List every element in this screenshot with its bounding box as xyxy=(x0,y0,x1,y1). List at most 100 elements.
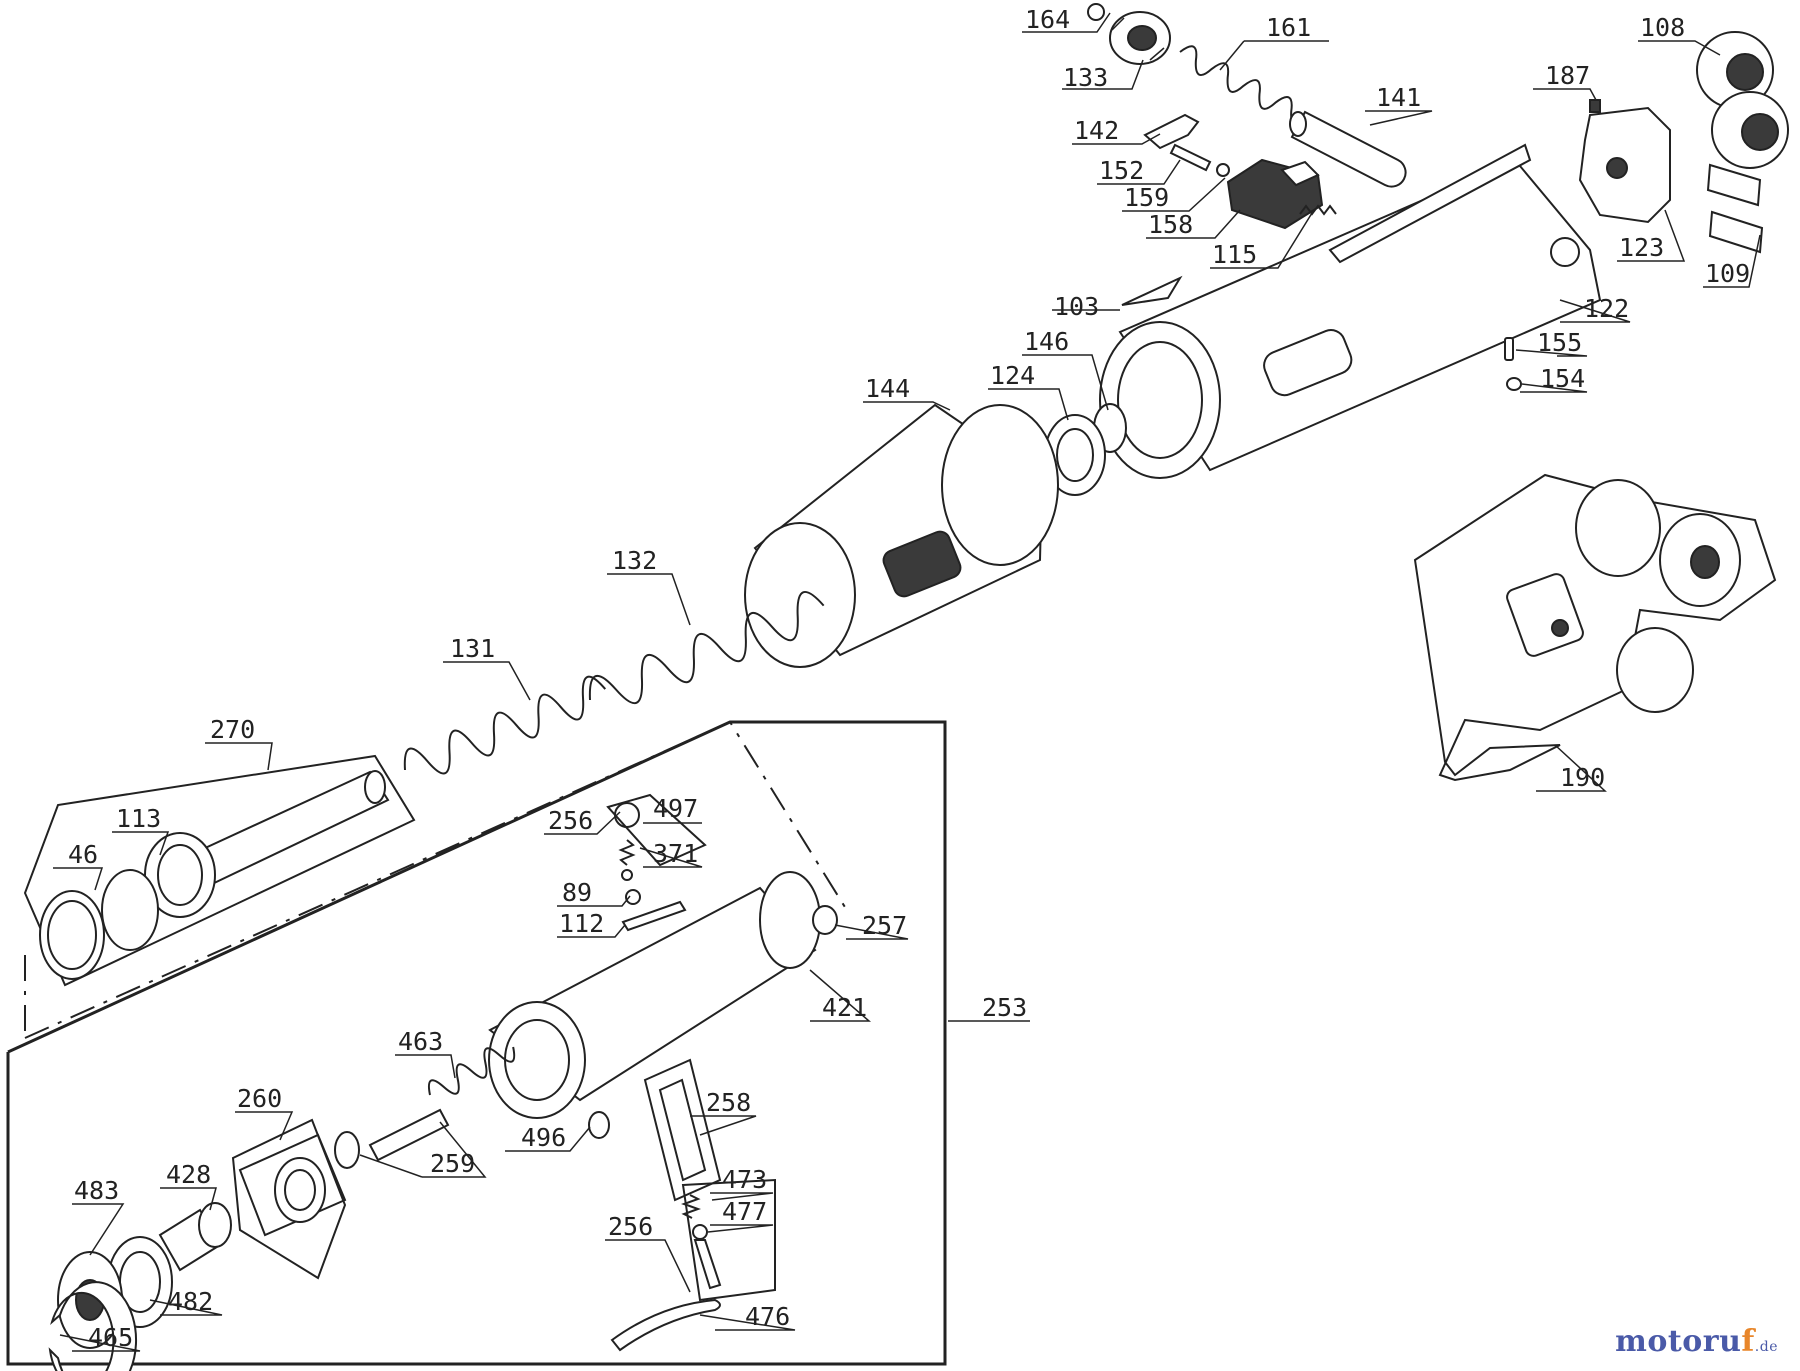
part-270-piston xyxy=(188,770,390,887)
part-496-plug xyxy=(588,1111,610,1139)
label-141: 141 xyxy=(1376,83,1421,112)
kit-258-bracket xyxy=(643,1058,722,1202)
part-155-pin xyxy=(1504,337,1514,361)
part-463-spring xyxy=(427,1046,516,1096)
part-132-spring xyxy=(588,590,825,705)
label-112: 112 xyxy=(559,909,604,938)
part-421-cylinder xyxy=(488,871,821,1119)
label-256-bottom: 256 xyxy=(608,1212,653,1241)
label-132: 132 xyxy=(612,546,657,575)
part-190-jaw xyxy=(1413,473,1777,782)
leader-lines xyxy=(53,12,1761,1352)
part-473-spring xyxy=(681,1194,701,1219)
label-159: 159 xyxy=(1124,183,1169,212)
part-109-pins xyxy=(1706,163,1764,254)
label-463: 463 xyxy=(398,1027,443,1056)
part-428-shaft xyxy=(158,1202,232,1272)
part-257-plug xyxy=(812,905,838,935)
watermark-accent-text: f xyxy=(1741,1324,1755,1359)
part-477-oring xyxy=(692,1224,708,1240)
part-115-spring xyxy=(1299,204,1337,216)
label-113: 113 xyxy=(116,804,161,833)
part-497-screw xyxy=(614,802,640,828)
kit-260-bracket xyxy=(231,1118,347,1280)
label-483: 483 xyxy=(74,1176,119,1205)
label-158: 158 xyxy=(1148,210,1193,239)
label-371: 371 xyxy=(653,839,698,868)
part-476-seal-strip xyxy=(610,1298,721,1352)
kit-256-bracket-top xyxy=(606,793,707,867)
part-108-rollers xyxy=(1696,31,1789,169)
label-109: 109 xyxy=(1705,259,1750,288)
label-122: 122 xyxy=(1584,294,1629,323)
label-497: 497 xyxy=(653,794,698,823)
label-259: 259 xyxy=(430,1149,475,1178)
part-144-sleeve xyxy=(744,403,1059,668)
label-146: 146 xyxy=(1024,327,1069,356)
part-112-plate xyxy=(621,900,687,932)
part-161-spring xyxy=(1179,45,1308,127)
part-133-knob xyxy=(1109,11,1171,65)
part-260-holder xyxy=(238,1133,347,1237)
kit-256-bracket-bottom xyxy=(681,1178,776,1302)
label-133: 133 xyxy=(1063,63,1108,92)
label-123: 123 xyxy=(1619,233,1664,262)
label-477: 477 xyxy=(722,1197,767,1226)
part-122-housing xyxy=(1099,143,1602,479)
label-270: 270 xyxy=(210,715,255,744)
watermark-logo: motoruf.de xyxy=(1615,1324,1778,1359)
assembly-253-dashed-link xyxy=(24,720,849,1039)
label-154: 154 xyxy=(1540,364,1585,393)
part-152-pin xyxy=(1169,143,1212,172)
part-159-washer xyxy=(1216,163,1230,177)
label-46: 46 xyxy=(68,840,98,869)
part-123-cam xyxy=(1578,106,1671,224)
label-496: 496 xyxy=(521,1123,566,1152)
label-257: 257 xyxy=(862,911,907,940)
label-482: 482 xyxy=(168,1287,213,1316)
watermark-main-text: motoru xyxy=(1615,1324,1742,1359)
label-256-top: 256 xyxy=(548,806,593,835)
label-473: 473 xyxy=(722,1165,767,1194)
part-465-circlip xyxy=(48,1281,138,1371)
part-158-switch xyxy=(1226,158,1324,230)
part-259-pin xyxy=(334,1108,450,1169)
label-476: 476 xyxy=(745,1302,790,1331)
label-465: 465 xyxy=(88,1323,133,1352)
label-161: 161 xyxy=(1266,13,1311,42)
label-258: 258 xyxy=(706,1088,751,1117)
part-258-valve xyxy=(658,1078,707,1182)
label-260: 260 xyxy=(237,1084,282,1113)
direction-arrow-103 xyxy=(1121,275,1183,306)
part-46-seal xyxy=(39,890,105,980)
part-187-setscrew xyxy=(1589,99,1601,113)
label-124: 124 xyxy=(990,361,1035,390)
part-141-pin xyxy=(1289,110,1407,188)
label-428: 428 xyxy=(166,1160,211,1189)
label-142: 142 xyxy=(1074,116,1119,145)
label-421: 421 xyxy=(822,993,867,1022)
part-89-screw xyxy=(625,889,641,905)
label-187: 187 xyxy=(1545,61,1590,90)
label-108: 108 xyxy=(1640,13,1685,42)
label-164: 164 xyxy=(1025,5,1070,34)
label-253: 253 xyxy=(982,993,1027,1022)
part-124-bushing xyxy=(1044,414,1106,496)
part-131-spring xyxy=(403,675,607,775)
watermark-tld-text: .de xyxy=(1754,1339,1778,1355)
label-89: 89 xyxy=(562,878,592,907)
label-131: 131 xyxy=(450,634,495,663)
part-256-valve-stem xyxy=(693,1239,722,1290)
label-190: 190 xyxy=(1560,763,1605,792)
part-113-piston-ring xyxy=(144,832,216,918)
part-371-spring xyxy=(618,839,636,866)
part-154-ball xyxy=(1506,377,1522,391)
assembly-253-boundary xyxy=(6,720,947,1366)
label-115: 115 xyxy=(1212,240,1257,269)
label-152: 152 xyxy=(1099,156,1144,185)
part-142-lever xyxy=(1143,113,1200,150)
label-144: 144 xyxy=(865,374,910,403)
part-164-clip xyxy=(1087,3,1105,21)
part-113-ring xyxy=(101,869,159,951)
